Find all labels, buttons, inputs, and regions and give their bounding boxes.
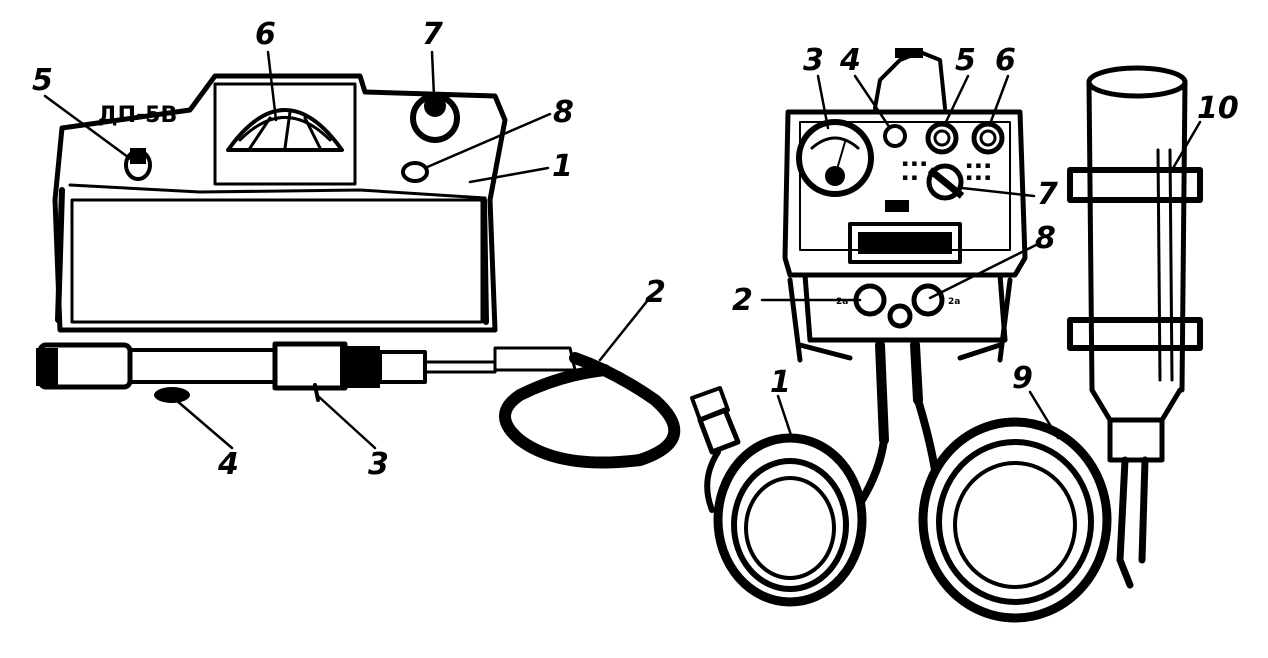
left-device-front-panel: [70, 198, 484, 324]
indicator-lamp-icon: [883, 124, 907, 148]
right-device-housing: [782, 109, 1028, 278]
right-callout-2: 2: [732, 283, 753, 318]
left-callout-8: 8: [553, 95, 574, 130]
left-device-probe: [36, 341, 577, 403]
right-callout-6: 6: [995, 43, 1016, 78]
connector-center-icon: [887, 303, 913, 329]
right-leader-lines: [760, 74, 1202, 440]
svg-text:▪ ▪ ▪: ▪ ▪ ▪: [902, 159, 927, 169]
reset-button-icon: [401, 161, 429, 183]
right-device-display-window: [848, 222, 962, 264]
left-callout-6: 6: [255, 17, 276, 52]
right-device-plate: [885, 200, 909, 212]
right-callout-4: 4: [839, 43, 861, 78]
left-device: ДП-5В 1 2 3 4 5 6 7 8: [32, 17, 681, 482]
left-callout-4: 4: [217, 447, 239, 482]
svg-text:2a: 2a: [948, 297, 960, 307]
left-device-meter-window: [226, 108, 344, 152]
right-callout-9: 9: [1012, 361, 1033, 396]
left-callout-3: 3: [368, 447, 389, 482]
connector-2a-right-icon: 2a: [911, 283, 960, 317]
left-device-side-shading: [55, 187, 489, 325]
range-knob-icon: [410, 93, 460, 143]
left-leader-lines: [43, 50, 650, 450]
toggle-switch-icon: [124, 148, 152, 181]
right-device-brackets: [787, 277, 1013, 363]
detector-probe: [1067, 65, 1203, 589]
left-device-meter-scale: [238, 110, 332, 150]
right-callout-3: 3: [803, 43, 824, 78]
cable-coil-9: [914, 396, 1112, 623]
right-device-cable-stems: [875, 340, 923, 445]
range-switch-icon: ▪ ▪ ▪ ▪ ▪ ▪ ▪ ▪ ▪ ▪ ▪: [902, 159, 991, 201]
right-device-handle: [873, 50, 947, 110]
svg-text:▪ ▪ ▪: ▪ ▪ ▪: [966, 161, 991, 171]
jack-socket-5-icon: [925, 121, 959, 155]
cable-coil-1: [713, 433, 888, 607]
left-callout-1: 1: [552, 149, 573, 184]
svg-text:▪ ▪: ▪ ▪: [902, 173, 917, 183]
right-device: ▪ ▪ ▪ ▪ ▪ ▪ ▪ ▪ ▪ ▪ ▪ 2a 2a: [690, 43, 1239, 623]
right-callout-10: 10: [1197, 91, 1239, 126]
cable-connector-1-icon: [690, 386, 741, 513]
left-callout-2: 2: [645, 275, 666, 310]
left-device-meter-body: [213, 82, 357, 186]
right-callout-1: 1: [770, 365, 791, 400]
left-device-model-label: ДП-5В: [98, 103, 177, 128]
right-callout-5: 5: [955, 43, 976, 78]
right-device-meter: [796, 119, 874, 197]
left-callout-7: 7: [422, 17, 443, 52]
svg-text:▪ ▪ ▪: ▪ ▪ ▪: [966, 173, 991, 183]
left-device-top-ridge: [68, 183, 487, 200]
left-callout-5: 5: [32, 63, 53, 98]
svg-text:2a: 2a: [836, 297, 848, 307]
right-callout-7: 7: [1037, 177, 1058, 212]
right-callout-8: 8: [1035, 221, 1056, 256]
jack-socket-6-icon: [971, 121, 1005, 155]
